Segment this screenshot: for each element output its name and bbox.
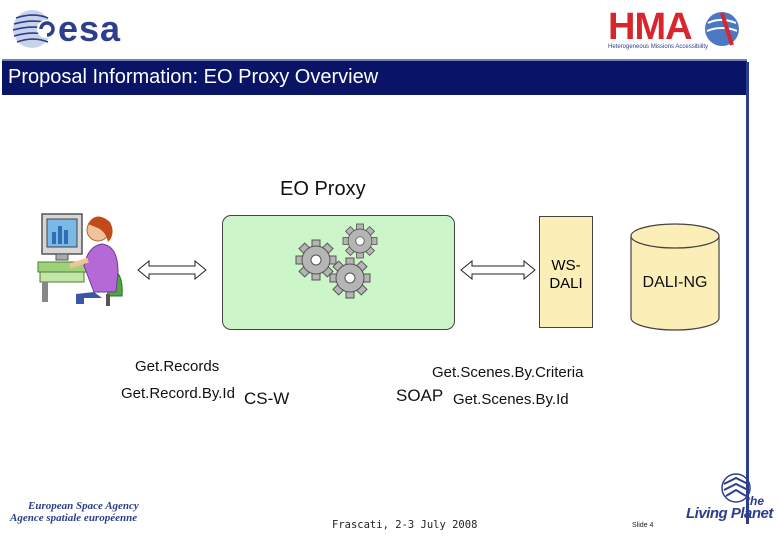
globe-icon <box>721 473 751 503</box>
esa-logo: esa <box>8 8 148 50</box>
protocol-soap: SOAP <box>396 386 444 405</box>
hma-tagline: Heterogeneous Missions Accessibility <box>608 44 709 50</box>
database-label: DALI-NG <box>642 274 708 291</box>
protocol-csw: CS-W <box>244 389 290 408</box>
right-border <box>746 62 749 524</box>
op-get-record-by-id: Get.Record.By.Id <box>121 385 235 402</box>
proxy-label: EO Proxy <box>280 178 366 200</box>
living-planet-logo: the Living Planet <box>686 472 776 528</box>
esa-wordmark: esa <box>58 8 122 49</box>
living-planet-text: Living Planet <box>686 505 773 522</box>
footer-date: Frascati, 2-3 July 2008 <box>332 519 478 531</box>
op-get-scenes-by-id: Get.Scenes.By.Id <box>453 391 569 408</box>
proxy-wsdali-arrow <box>460 259 536 285</box>
agency-name: European Space Agency Agence spatiale eu… <box>10 500 150 524</box>
hma-logo: HMA Heterogeneous Missions Accessibility <box>606 6 746 54</box>
eo-proxy-box <box>222 215 455 330</box>
slide-number: Slide 4 <box>632 522 654 529</box>
slide-title: Proposal Information: EO Proxy Overview <box>8 66 379 88</box>
agency-name-en: European Space Agency <box>28 500 139 512</box>
user-computer-icon <box>36 208 130 308</box>
hma-wordmark: HMA <box>608 6 693 48</box>
ws-dali-box: WS-DALI <box>539 216 593 328</box>
agency-name-fr: Agence spatiale européenne <box>10 512 138 524</box>
client-proxy-arrow <box>137 259 207 285</box>
gears-icon <box>295 223 378 299</box>
title-bar: Proposal Information: EO Proxy Overview <box>2 59 747 95</box>
op-get-scenes-by-criteria: Get.Scenes.By.Criteria <box>432 364 584 381</box>
living-planet-the: the <box>746 494 764 508</box>
ws-dali-label: WS-DALI <box>549 257 583 292</box>
dali-ng-database: DALI-NG <box>630 222 720 332</box>
op-get-records: Get.Records <box>135 358 220 375</box>
